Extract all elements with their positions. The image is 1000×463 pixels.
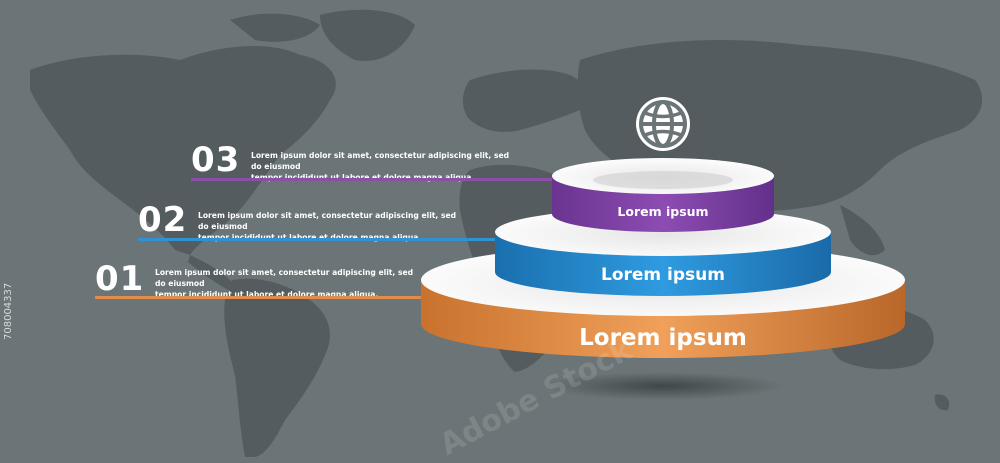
tier-middle-label: Lorem ipsum bbox=[601, 265, 725, 285]
tier-bottom-label: Lorem ipsum bbox=[579, 325, 747, 351]
step-number-01: 01 bbox=[95, 259, 145, 299]
step-line-02 bbox=[138, 238, 498, 241]
step-line-01 bbox=[95, 296, 425, 299]
step-number-03: 03 bbox=[191, 140, 241, 180]
step-line-03 bbox=[191, 178, 553, 181]
step-text-03: Lorem ipsum dolor sit amet, consectetur … bbox=[251, 150, 521, 183]
tier-top: Lorem ipsum bbox=[552, 158, 774, 232]
stock-id-text: 708004337 bbox=[3, 282, 14, 340]
globe-icon bbox=[636, 97, 690, 151]
step-text-01-line1: Lorem ipsum dolor sit amet, consectetur … bbox=[155, 268, 414, 288]
step-text-02-line1: Lorem ipsum dolor sit amet, consectetur … bbox=[198, 211, 457, 231]
tier-top-label: Lorem ipsum bbox=[617, 204, 708, 219]
step-text-02-line2: tempor incididunt ut labore et dolore ma… bbox=[198, 232, 468, 243]
stock-id-label: 708004337 bbox=[3, 283, 14, 340]
step-text-03-line1: Lorem ipsum dolor sit amet, consectetur … bbox=[251, 151, 510, 171]
step-text-03-line2: tempor incididunt ut labore et dolore ma… bbox=[251, 172, 521, 183]
step-text-01: Lorem ipsum dolor sit amet, consectetur … bbox=[155, 267, 425, 300]
pyramid-shadow bbox=[543, 372, 783, 400]
step-text-02: Lorem ipsum dolor sit amet, consectetur … bbox=[198, 210, 468, 243]
step-text-01-line2: tempor incididunt ut labore et dolore ma… bbox=[155, 290, 379, 299]
step-number-02: 02 bbox=[138, 200, 188, 240]
